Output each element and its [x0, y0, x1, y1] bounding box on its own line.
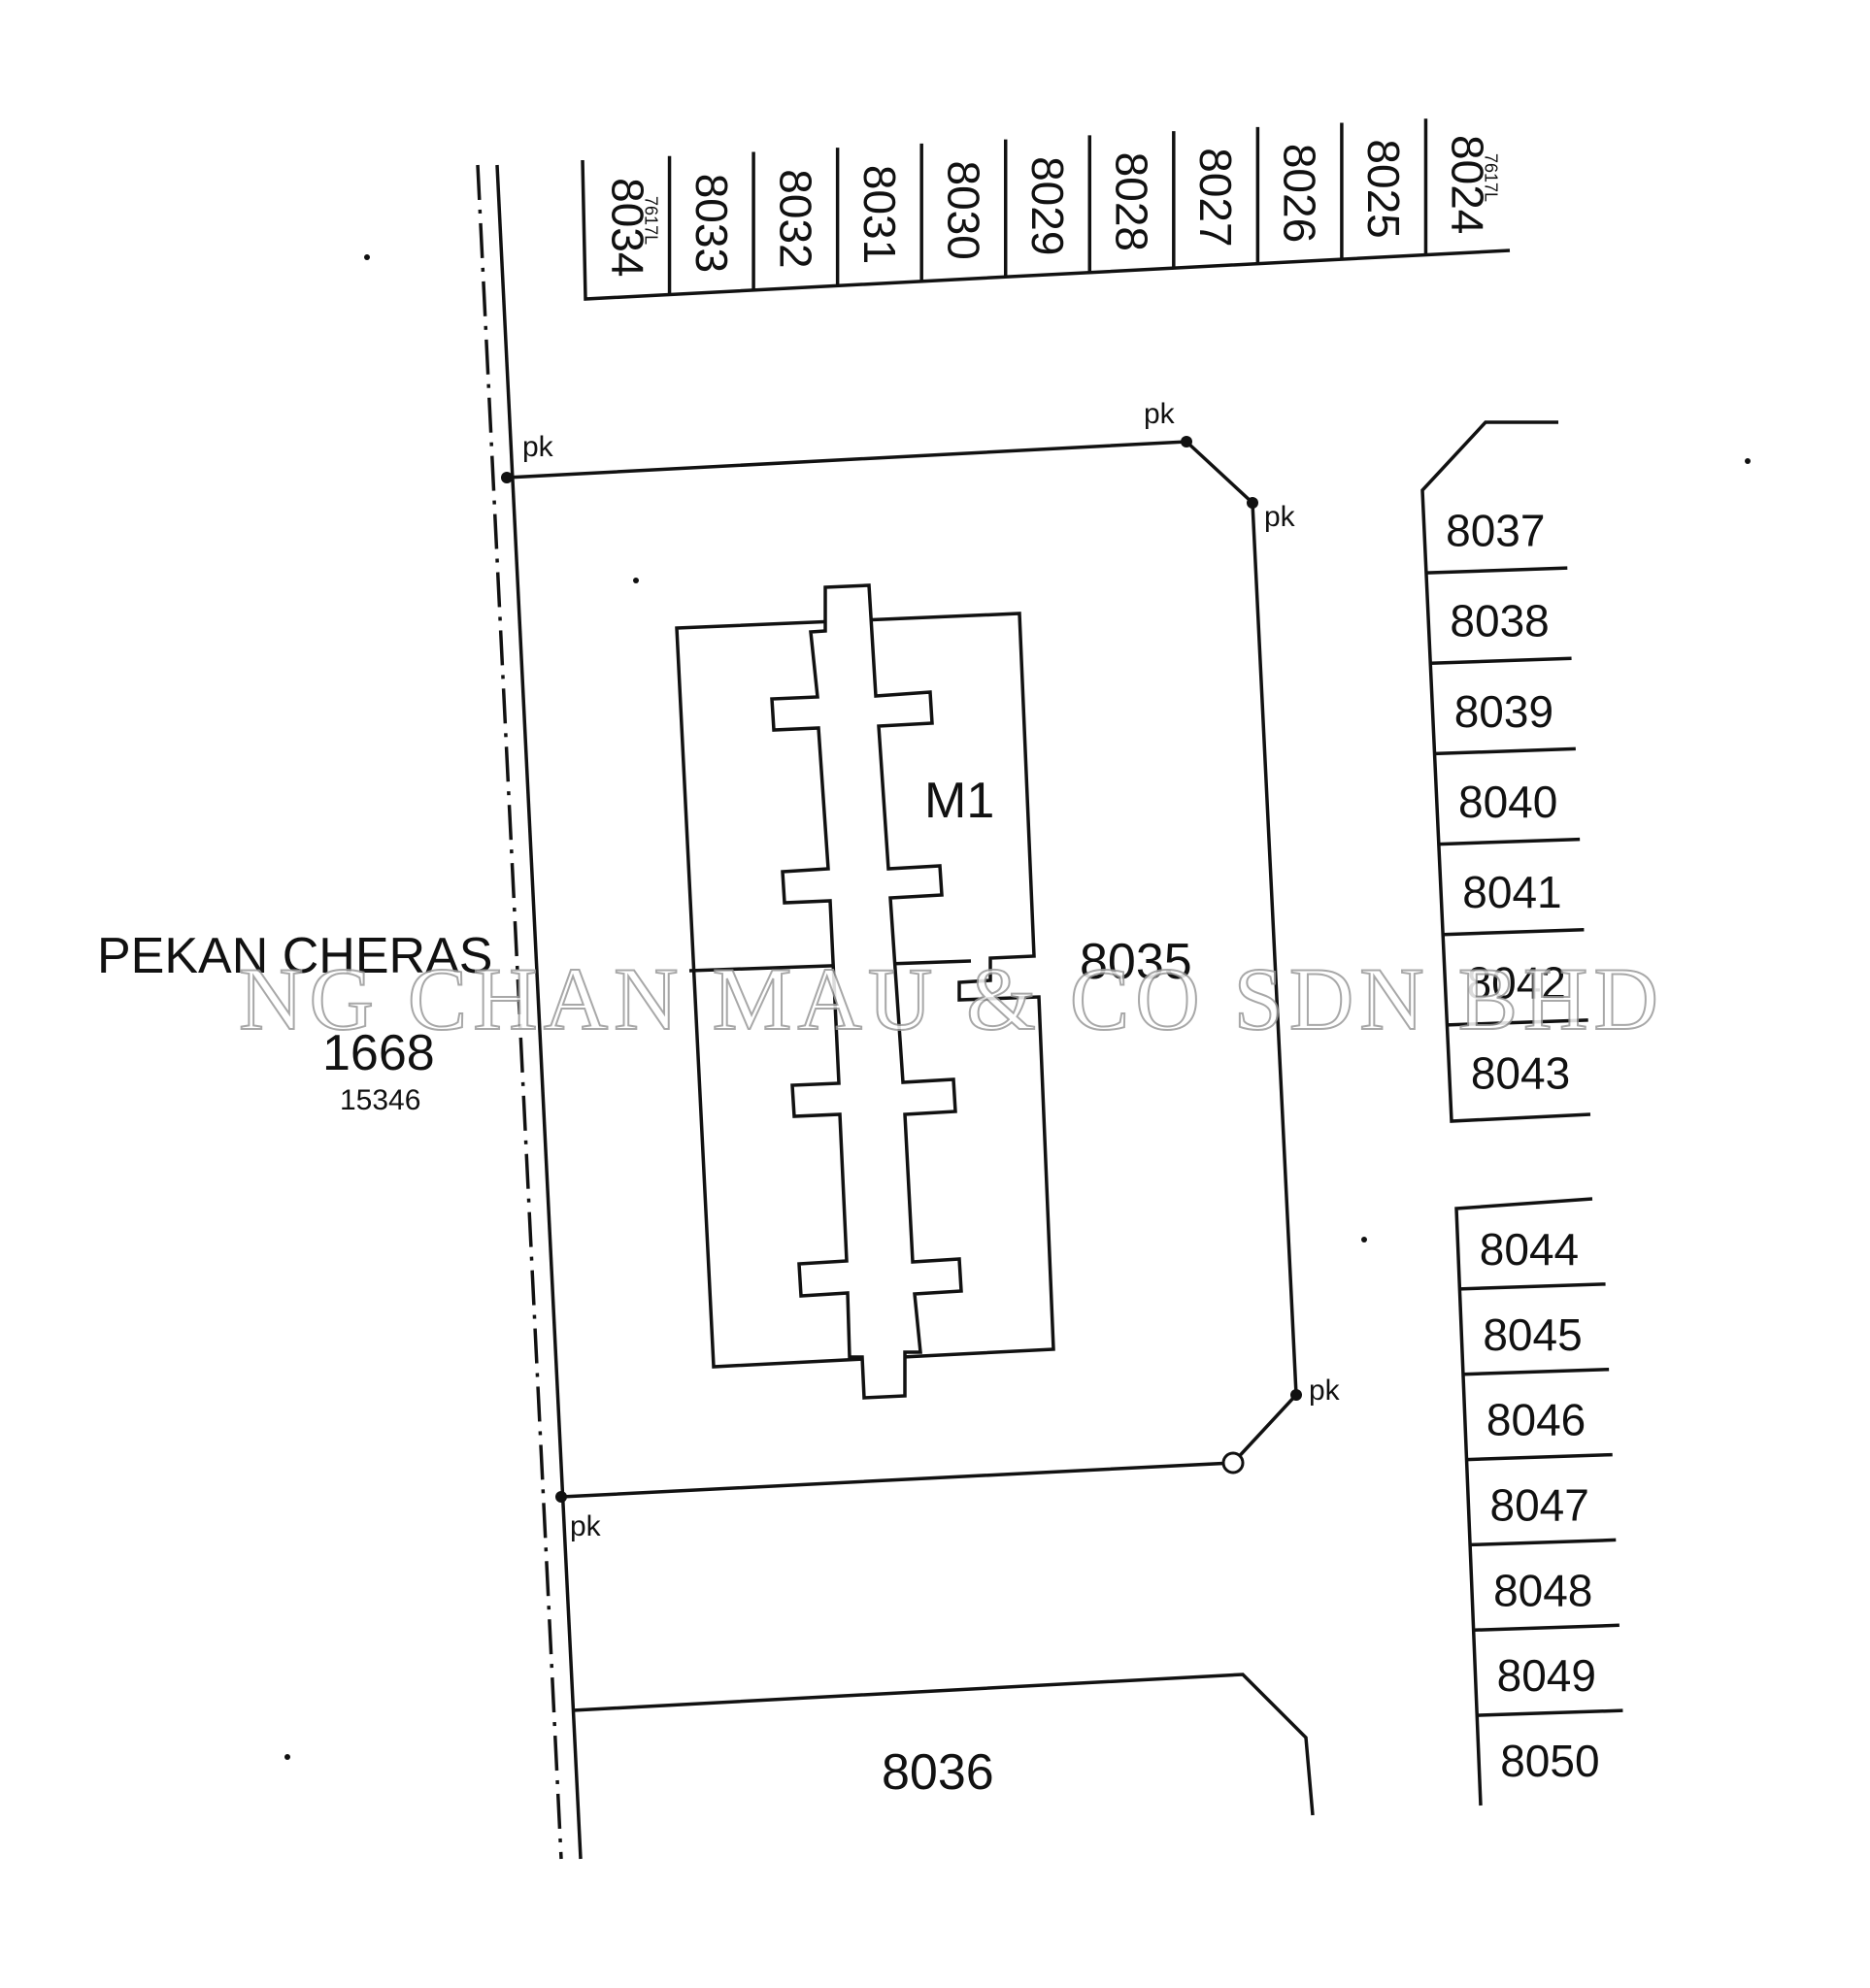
- top-lot-number: 8034: [602, 178, 652, 277]
- lot-divider: [1466, 1452, 1613, 1462]
- lot-divider: [1473, 1623, 1620, 1633]
- right-lot-number: 8050: [1500, 1736, 1599, 1786]
- district-lot-number: 1668: [322, 1025, 435, 1081]
- lot-divider: [1447, 1018, 1588, 1027]
- survey-peg-open: [1221, 1451, 1245, 1474]
- right-lots-group-b: 8044 8045 8046 8047 8048 8049 8050: [1454, 1197, 1623, 1806]
- survey-peg: [1181, 436, 1192, 447]
- speck: [1361, 1237, 1367, 1242]
- lot-divider: [1470, 1538, 1617, 1547]
- right-lot-number: 8045: [1483, 1309, 1582, 1360]
- right-lot-number: 8043: [1471, 1047, 1570, 1098]
- lot-8035-boundary: [506, 440, 1298, 1499]
- right-lot-number: 8041: [1462, 867, 1561, 917]
- road-edge-line: [495, 164, 583, 1860]
- top-lot-number: 8029: [1022, 156, 1073, 255]
- survey-peg: [555, 1491, 567, 1503]
- top-lot-number: 8028: [1107, 152, 1157, 251]
- peg-label: pk: [522, 431, 554, 463]
- right-lot-number: 8048: [1493, 1565, 1592, 1615]
- top-lot-number: 8030: [938, 160, 988, 259]
- right-lot-number: 8049: [1497, 1650, 1596, 1701]
- survey-peg: [1247, 497, 1258, 509]
- survey-peg: [1290, 1389, 1302, 1401]
- building-block-divider: [688, 959, 972, 973]
- speck: [364, 254, 370, 260]
- top-lot-number: 8031: [854, 165, 905, 264]
- building-label: M1: [924, 773, 994, 829]
- peg-label: pk: [1264, 501, 1296, 533]
- top-lot-number: 8025: [1358, 139, 1409, 238]
- speck: [1745, 458, 1751, 464]
- top-lots-strip: 8034 8033 8032 8031 8030 8029 8028 8027 8026 8025…: [581, 118, 1511, 301]
- building-spine: [770, 583, 963, 1400]
- lot-divider: [1430, 656, 1572, 666]
- lot-divider: [1439, 837, 1581, 846]
- district-sub-number: 15346: [340, 1084, 420, 1116]
- right-lot-number: 8040: [1458, 777, 1557, 827]
- top-lot-number: 8027: [1190, 148, 1241, 247]
- watermark-text: NG CHAN MAU & CO SDN BHD: [239, 949, 1664, 1048]
- top-lot-sub-number: 7617L: [1482, 153, 1501, 202]
- speck: [633, 578, 639, 583]
- lower-lot-number: 8036: [882, 1744, 994, 1801]
- top-lot-number: 8026: [1275, 144, 1325, 243]
- right-lot-number: 8047: [1490, 1480, 1589, 1531]
- peg-label: pk: [1144, 398, 1176, 430]
- right-lot-number: 8044: [1480, 1224, 1579, 1275]
- lot-divider: [1434, 746, 1576, 756]
- top-lot-number: 8024: [1443, 135, 1493, 234]
- lot-divider: [1426, 566, 1568, 575]
- lot-divider: [1459, 1282, 1606, 1291]
- right-lots-group-a: 8037 8038 8039 8040 8041 8042 8043: [1420, 420, 1591, 1123]
- right-lot-number: 8046: [1486, 1395, 1586, 1445]
- district-name: PEKAN CHERAS: [97, 928, 492, 984]
- survey-peg: [501, 472, 513, 483]
- lot-divider: [1463, 1367, 1610, 1376]
- right-lot-number: 8042: [1467, 957, 1566, 1008]
- peg-label: pk: [570, 1510, 602, 1542]
- top-lot-number: 8032: [770, 169, 820, 268]
- top-lot-number: 8033: [686, 174, 737, 273]
- top-lot-sub-number: 7617L: [641, 196, 660, 245]
- right-lot-number: 8038: [1450, 596, 1549, 646]
- road-boundary-line: [476, 164, 563, 1860]
- speck: [284, 1754, 290, 1760]
- lot-divider: [1443, 927, 1585, 937]
- right-lot-number: 8037: [1446, 506, 1545, 556]
- lot-8036-boundary: [572, 1673, 1315, 1816]
- peg-label: pk: [1309, 1375, 1341, 1407]
- right-lot-number: 8039: [1454, 686, 1553, 737]
- lot-divider: [1477, 1708, 1623, 1717]
- main-lot-number: 8035: [1080, 934, 1192, 990]
